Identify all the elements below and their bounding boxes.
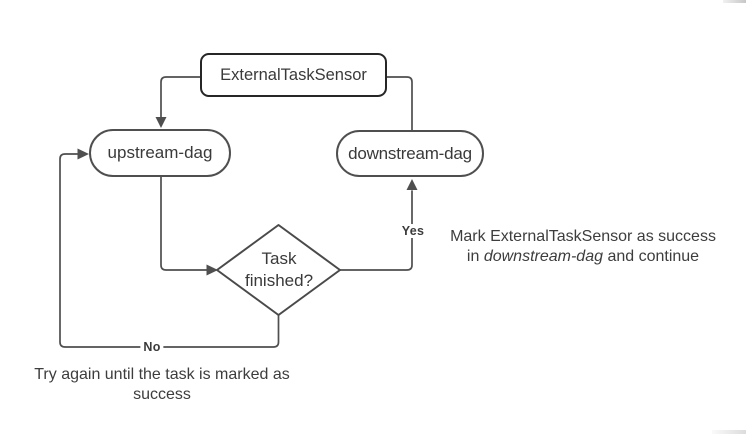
arrowheads-group [77,117,418,276]
screen-edge-artifact-bottom-right [712,430,746,434]
node-upstream-dag: upstream-dag [89,129,231,177]
edge-decision-no-loop-to-upstream [59,153,280,348]
node-downstream-dag: downstream-dag [336,130,484,177]
node-external-task-sensor: ExternalTaskSensor [200,53,387,97]
annotation-try-again: Try again until the task is marked as su… [13,365,311,405]
edge-upstream-to-decision [160,176,208,271]
annotation-mark-success-line1: Mark ExternalTaskSensor as success [450,228,716,245]
task-finished-line1: Task [261,249,297,268]
node-external-task-sensor-label: ExternalTaskSensor [220,65,367,84]
node-task-finished-label: Task finished? [218,225,340,315]
arrowhead-into-upstream-left [77,148,89,160]
annotation-try-again-line1: Try again until the task is marked as [34,366,290,383]
arrowhead-into-decision-left [206,264,218,276]
decision-diamond-shape [216,224,341,316]
arrowhead-into-downstream-bottom [406,179,418,190]
edge-sensor-to-upstream [160,76,201,119]
edge-sensor-to-downstream [386,76,413,131]
node-downstream-dag-label: downstream-dag [348,143,472,163]
edge-label-yes: Yes [398,224,428,238]
edge-decision-yes-to-downstream [339,190,413,271]
annotation-mark-success-line2-prefix: in [466,248,484,265]
annotation-mark-success: Mark ExternalTaskSensor as success in do… [432,227,734,267]
edges-group [59,76,413,348]
annotation-mark-success-line2-italic: downstream-dag [483,248,603,265]
annotation-mark-success-line2-suffix: and continue [603,248,700,265]
task-finished-line2: finished? [244,271,314,290]
screen-edge-artifact-top-right [723,0,746,3]
edge-label-no: No [140,340,164,354]
node-upstream-dag-label: upstream-dag [107,143,213,162]
arrowhead-into-upstream-top [155,117,167,128]
annotation-try-again-line2: success [133,386,191,403]
